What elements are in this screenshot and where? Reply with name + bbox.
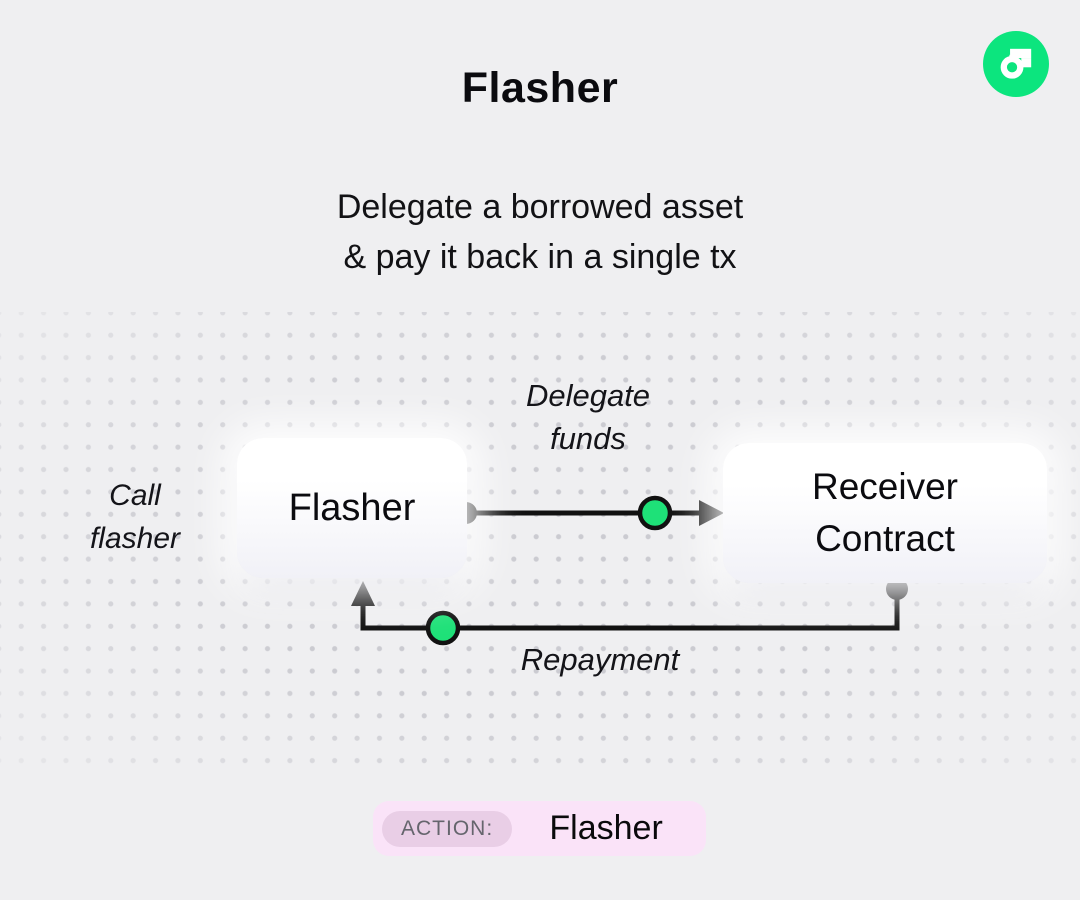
node-flasher: Flasher <box>237 438 467 578</box>
action-chip: ACTION: <box>382 810 513 847</box>
action-bar: ACTION: Flasher <box>373 801 706 856</box>
edge-delegate-funds <box>455 495 724 531</box>
node-receiver-label-line-1: Receiver <box>812 466 958 507</box>
edge-label-call-flasher: Call flasher <box>89 479 181 555</box>
action-value: Flasher <box>549 809 663 847</box>
page-subtitle: Delegate a borrowed asset & pay it back … <box>0 182 1080 282</box>
green-token-marker <box>425 610 461 646</box>
subtitle-line-2: & pay it back in a single tx <box>343 238 737 276</box>
flow-logo-icon <box>983 31 1049 97</box>
arrowhead-right-icon <box>699 500 724 526</box>
green-token-marker <box>637 495 673 531</box>
arrowhead-up-icon <box>351 581 375 606</box>
node-receiver-contract: Receiver Contract <box>723 443 1047 583</box>
edge-start-dot <box>886 578 908 600</box>
edge-label-repayment: Repayment <box>520 642 680 677</box>
page-title: Flasher <box>461 64 619 112</box>
subtitle-line-1: Delegate a borrowed asset <box>336 188 744 226</box>
node-receiver-label-line-2: Contract <box>815 518 955 559</box>
edge-repayment <box>351 578 908 646</box>
edge-label-delegate-funds: Delegate funds <box>525 378 651 456</box>
node-flasher-label: Flasher <box>288 486 416 529</box>
